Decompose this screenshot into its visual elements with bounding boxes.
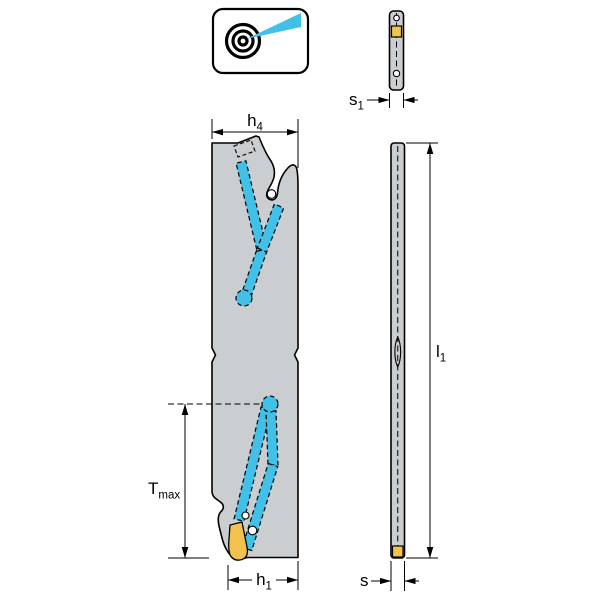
dim-tmax: Tmax	[148, 404, 209, 559]
coolant-hole-bottom	[392, 69, 401, 78]
target-icon	[224, 22, 262, 60]
coolant-hole-top	[393, 14, 400, 22]
insert-bottom	[228, 521, 249, 561]
thickness-top-view	[388, 10, 405, 91]
clamp-notch-side	[394, 335, 402, 369]
coolant-duct	[233, 406, 272, 522]
dim-label-tmax: Tmax	[148, 479, 180, 502]
coolant-beam-icon	[246, 13, 301, 39]
dimension-arrow	[404, 577, 416, 585]
dimension-arrow	[181, 547, 189, 558]
dim-s1: s1	[349, 90, 418, 113]
clamp-relief-hole-bottom	[247, 525, 258, 536]
dim-label-h1: h1	[256, 570, 272, 593]
coolant-duct	[265, 410, 279, 466]
coolant-port-upper	[235, 289, 253, 307]
coolant-capability-icon	[211, 7, 310, 75]
dim-label-s1: s1	[349, 90, 364, 113]
target-ring-outer	[224, 22, 262, 60]
dim-label-l1: l1	[436, 342, 446, 365]
dim-l1: l1	[406, 142, 446, 559]
dimension-arrow	[212, 129, 223, 136]
dimension-arrow	[380, 577, 391, 585]
coolant-duct	[235, 160, 268, 252]
side-view	[390, 142, 406, 559]
coolant-channel-upper	[235, 160, 285, 307]
dimension-arrow	[287, 129, 298, 136]
clamp-relief-hole-top	[266, 189, 277, 199]
dimension-arrow	[426, 143, 434, 154]
dimension-arrow	[378, 96, 390, 104]
dimension-arrow	[228, 576, 239, 584]
insert-side	[391, 545, 404, 558]
coolant-port-lower	[261, 395, 279, 413]
dimension-arrow	[287, 576, 298, 584]
dimension-arrow	[181, 404, 189, 415]
front-view	[168, 135, 299, 561]
insert-ghost-outline	[233, 139, 256, 158]
dim-s: s	[360, 561, 419, 591]
insert-top-side	[390, 25, 403, 38]
dimension-arrow	[426, 547, 434, 558]
dimension-arrow	[403, 96, 415, 104]
dim-h4: h4	[211, 111, 299, 168]
target-ring-inner	[237, 35, 249, 47]
target-ring-middle	[231, 29, 255, 53]
clamp-slot-hole-bottom	[241, 511, 250, 520]
dim-label-s: s	[360, 571, 369, 590]
coolant-duct	[256, 203, 285, 253]
dim-label-h4: h4	[247, 111, 263, 134]
dim-h1: h1	[227, 561, 299, 593]
